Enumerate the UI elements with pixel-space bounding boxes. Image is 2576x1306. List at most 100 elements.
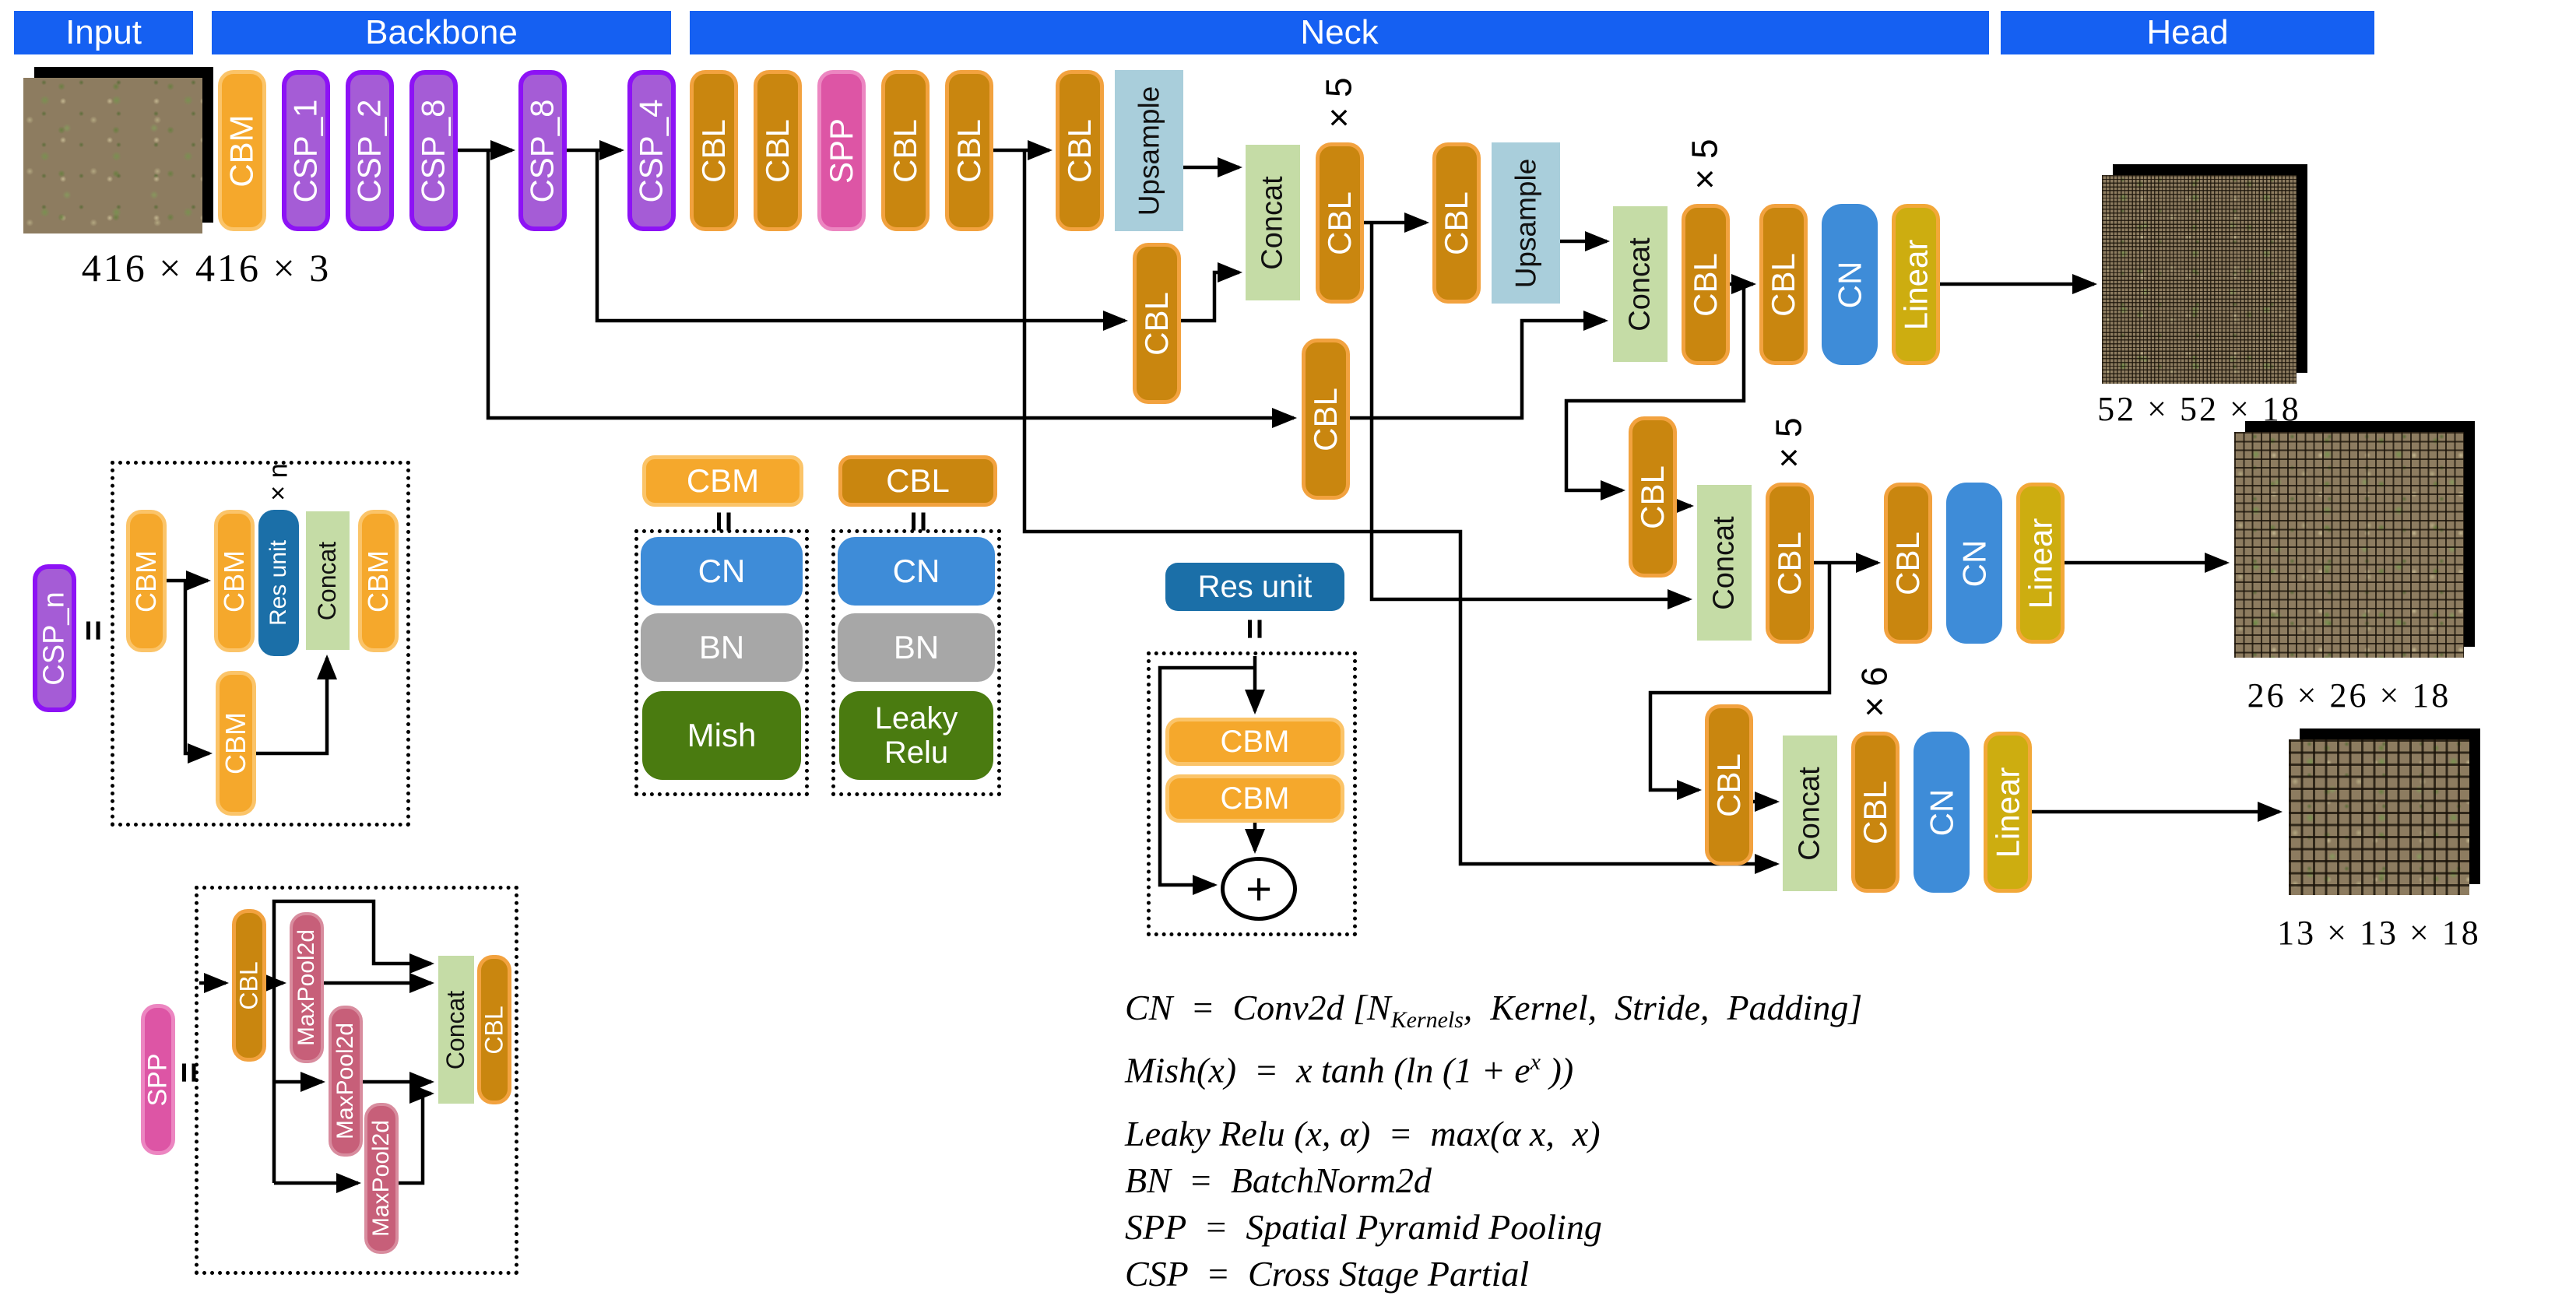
route-a-cbl: CBL (1302, 339, 1350, 500)
neck-header-bar: Neck (690, 11, 1989, 54)
down-cbl-1: CBL (1629, 416, 1677, 578)
neck-upsample-2: Upsample (1492, 142, 1560, 304)
neck-cbl-3: CBL (881, 70, 930, 231)
legend-cspn-box (111, 461, 410, 827)
neck-cbl-2: CBL (754, 70, 802, 231)
neck-cbl5-c: CBL (1682, 204, 1730, 365)
backbone-csp4: CSP_4 (627, 70, 676, 231)
legend-res-header: Res unit (1165, 563, 1344, 611)
route-p5-to-concat4 (1022, 150, 1780, 874)
legend-cbm-box (634, 529, 809, 796)
route-cbl-to-concat1 (1181, 262, 1242, 323)
neck-concat-3: Concat (1697, 485, 1752, 641)
route-p4mid-to-concat3 (1369, 223, 1692, 609)
legend-spp-cbl-1: CBL (232, 909, 266, 1062)
neck-concat-2: Concat (1613, 206, 1668, 362)
legend-spp-concat: Concat (438, 956, 474, 1104)
formula-spp: SPP = Spatial Pyramid Pooling (1125, 1207, 1602, 1247)
legend-spp-maxpool-1: MaxPool2d (290, 912, 324, 1063)
legend-cspn-cbm-4: CBM (216, 671, 256, 816)
legend-cbl-cn: CN (838, 537, 995, 606)
route-cbl-to-concat2 (1350, 311, 1608, 420)
neck-concat-1: Concat (1246, 145, 1300, 300)
neck-cbl-4: CBL (945, 70, 993, 231)
multiplier-x5-c: × 5 (1768, 416, 1809, 469)
neck-cbl5-e: CBL (1766, 483, 1814, 644)
backbone-csp2: CSP_2 (346, 70, 394, 231)
head26-linear: Linear (2016, 483, 2065, 644)
neck-cbl-b: CBL (1432, 142, 1481, 304)
multiplier-x5-b: × 5 (1684, 138, 1725, 190)
head13-cn: CN (1914, 732, 1970, 893)
legend-res-cbm-2: CBM (1165, 774, 1344, 823)
legend-cbm-header: CBM (642, 455, 803, 507)
legend-cspn-concat: Concat (306, 511, 350, 650)
backbone-csp1: CSP_1 (282, 70, 330, 231)
formula-mish: Mish(x) = x tanh (ln (1 + ex )) (1125, 1049, 1574, 1090)
backbone-header-bar: Backbone (212, 11, 671, 54)
head26-cn: CN (1946, 483, 2002, 644)
route-mid-to-downcbl2 (1648, 563, 1832, 800)
legend-cspn-block: CSP_n (33, 564, 76, 712)
head-header-bar: Head (2001, 11, 2374, 54)
down-cbl-2: CBL (1705, 704, 1753, 865)
route-b-cbl: CBL (1133, 243, 1181, 404)
legend-res-cbm-1: CBM (1165, 718, 1344, 766)
legend-spp-block: SPP (141, 1004, 175, 1155)
head26-cbl: CBL (1884, 483, 1932, 644)
csp-legend-arrow2 (183, 581, 213, 764)
backbone-csp8-a: CSP_8 (409, 70, 458, 231)
legend-cbl-header: CBL (838, 455, 997, 507)
legend-cbm-mish: Mish (642, 691, 801, 780)
route-top-to-downcbl1 (1564, 284, 1746, 500)
backbone-csp8-b: CSP_8 (518, 70, 567, 231)
input-header-label: Input (65, 13, 142, 51)
input-header-bar: Input (14, 11, 193, 54)
output-image-13 (2289, 739, 2469, 895)
legend-cbm-bn: BN (641, 613, 803, 682)
head52-cbl: CBL (1759, 204, 1808, 365)
legend-spp-maxpool-3: MaxPool2d (364, 1103, 399, 1254)
head13-linear: Linear (1984, 732, 2032, 893)
legend-res-add: + (1221, 857, 1297, 921)
legend-cspn-cbm-1: CBM (126, 510, 167, 652)
formula-csp: CSP = Cross Stage Partial (1125, 1254, 1530, 1294)
route-csp8b-to-cbl (595, 150, 1128, 331)
output-image-26 (2234, 432, 2464, 658)
res-legend-skip (1158, 665, 1255, 895)
multiplier-x5-a: × 5 (1318, 76, 1359, 128)
input-image (23, 78, 202, 233)
legend-spp-cbl-2: CBL (477, 955, 511, 1104)
backbone-cbm: CBM (218, 70, 266, 231)
head52-cn: CN (1822, 204, 1878, 365)
multiplier-x6: × 6 (1854, 665, 1895, 718)
legend-cbl-bn: BN (838, 613, 995, 682)
formula-leakyrelu: Leaky Relu (x, α) = max(α x, x) (1125, 1114, 1601, 1153)
head-header-label: Head (2146, 13, 2229, 51)
legend-cbl-box (831, 529, 1001, 796)
multiplier-xn: × n (263, 462, 293, 501)
neck-upsample-1: Upsample (1115, 70, 1183, 231)
backbone-header-label: Backbone (365, 13, 518, 51)
neck-cbl-1: CBL (690, 70, 738, 231)
neck-cbl6: CBL (1851, 732, 1899, 893)
legend-res-box (1147, 651, 1357, 936)
neck-header-label: Neck (1300, 13, 1379, 51)
output-image-52 (2102, 175, 2297, 384)
neck-cbl5-a: CBL (1316, 142, 1364, 304)
neck-spp: SPP (817, 70, 866, 231)
output-52-caption: 52 × 52 × 18 (2097, 390, 2301, 428)
legend-cspn-cbm-2: CBM (214, 510, 255, 652)
formula-bn: BN = BatchNorm2d (1125, 1160, 1432, 1200)
output-13-caption: 13 × 13 × 18 (2277, 914, 2481, 952)
legend-spp-box (195, 886, 518, 1275)
legend-cbm-cn: CN (641, 537, 803, 606)
csp-legend-arrow3 (256, 655, 337, 756)
input-size-caption: 416 × 416 × 3 (81, 246, 332, 290)
legend-res-equals: = (1235, 618, 1275, 640)
output-26-caption: 26 × 26 × 18 (2247, 676, 2451, 714)
legend-spp-maxpool-2: MaxPool2d (329, 1006, 363, 1157)
spp-legend-mp3-out (399, 1083, 434, 1185)
